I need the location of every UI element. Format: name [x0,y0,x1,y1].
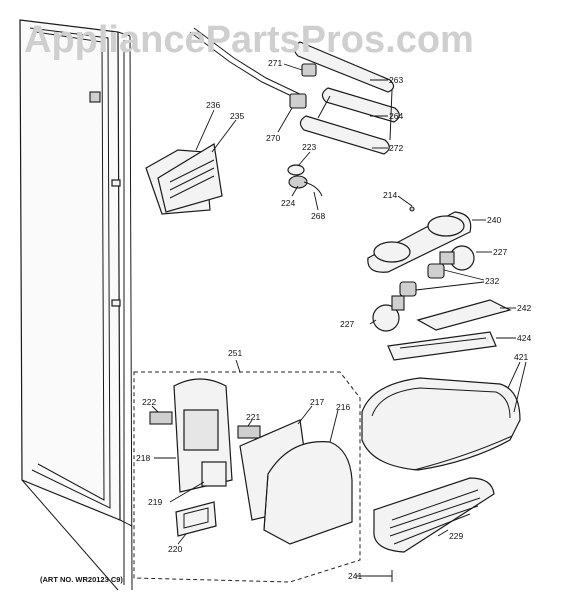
bracket-242-board-424 [387,299,512,361]
leader-lines [151,63,527,577]
watermark-text: AppliancePartsPros.com [24,19,474,61]
callout-271: 271 [268,58,282,68]
callout-227-top: 227 [493,247,507,257]
callout-220: 220 [168,544,182,554]
callout-268: 268 [311,211,325,221]
callout-219: 219 [148,497,162,507]
callout-242: 242 [517,303,531,313]
callout-272: 272 [389,143,403,153]
art-number: (ART NO. WR20123 C9) [40,575,123,584]
callout-214: 214 [383,190,397,200]
callout-240: 240 [487,215,501,225]
housing-421 [361,377,521,471]
callout-227-bottom: 227 [340,319,354,329]
light-tube-assembly [189,27,400,155]
callout-labels: 271 263 264 270 272 236 235 223 224 268 … [136,58,531,581]
callout-221: 221 [246,412,260,422]
grille-cover-229 [356,477,495,582]
callout-424: 424 [517,333,531,343]
callout-216: 216 [336,402,350,412]
callout-217: 217 [310,397,324,407]
callout-232: 232 [485,276,499,286]
light-housing-240 [367,206,472,273]
callout-241: 241 [348,571,362,581]
callout-229: 229 [449,531,463,541]
bulbs-and-sockets [372,245,475,332]
callout-270: 270 [266,133,280,143]
callout-251: 251 [228,348,242,358]
callout-235: 235 [230,111,244,121]
callout-264: 264 [389,111,403,121]
callout-222: 222 [142,397,156,407]
callout-223: 223 [302,142,316,152]
callout-236: 236 [206,100,220,110]
fridge-cabinet-frame [19,19,133,591]
assembly-251-box [133,371,361,583]
callout-224: 224 [281,198,295,208]
small-parts-223-224-268 [287,164,323,197]
callout-421: 421 [514,352,528,362]
callout-218: 218 [136,453,150,463]
bracket-236-235 [145,143,223,215]
callout-263: 263 [389,75,403,85]
